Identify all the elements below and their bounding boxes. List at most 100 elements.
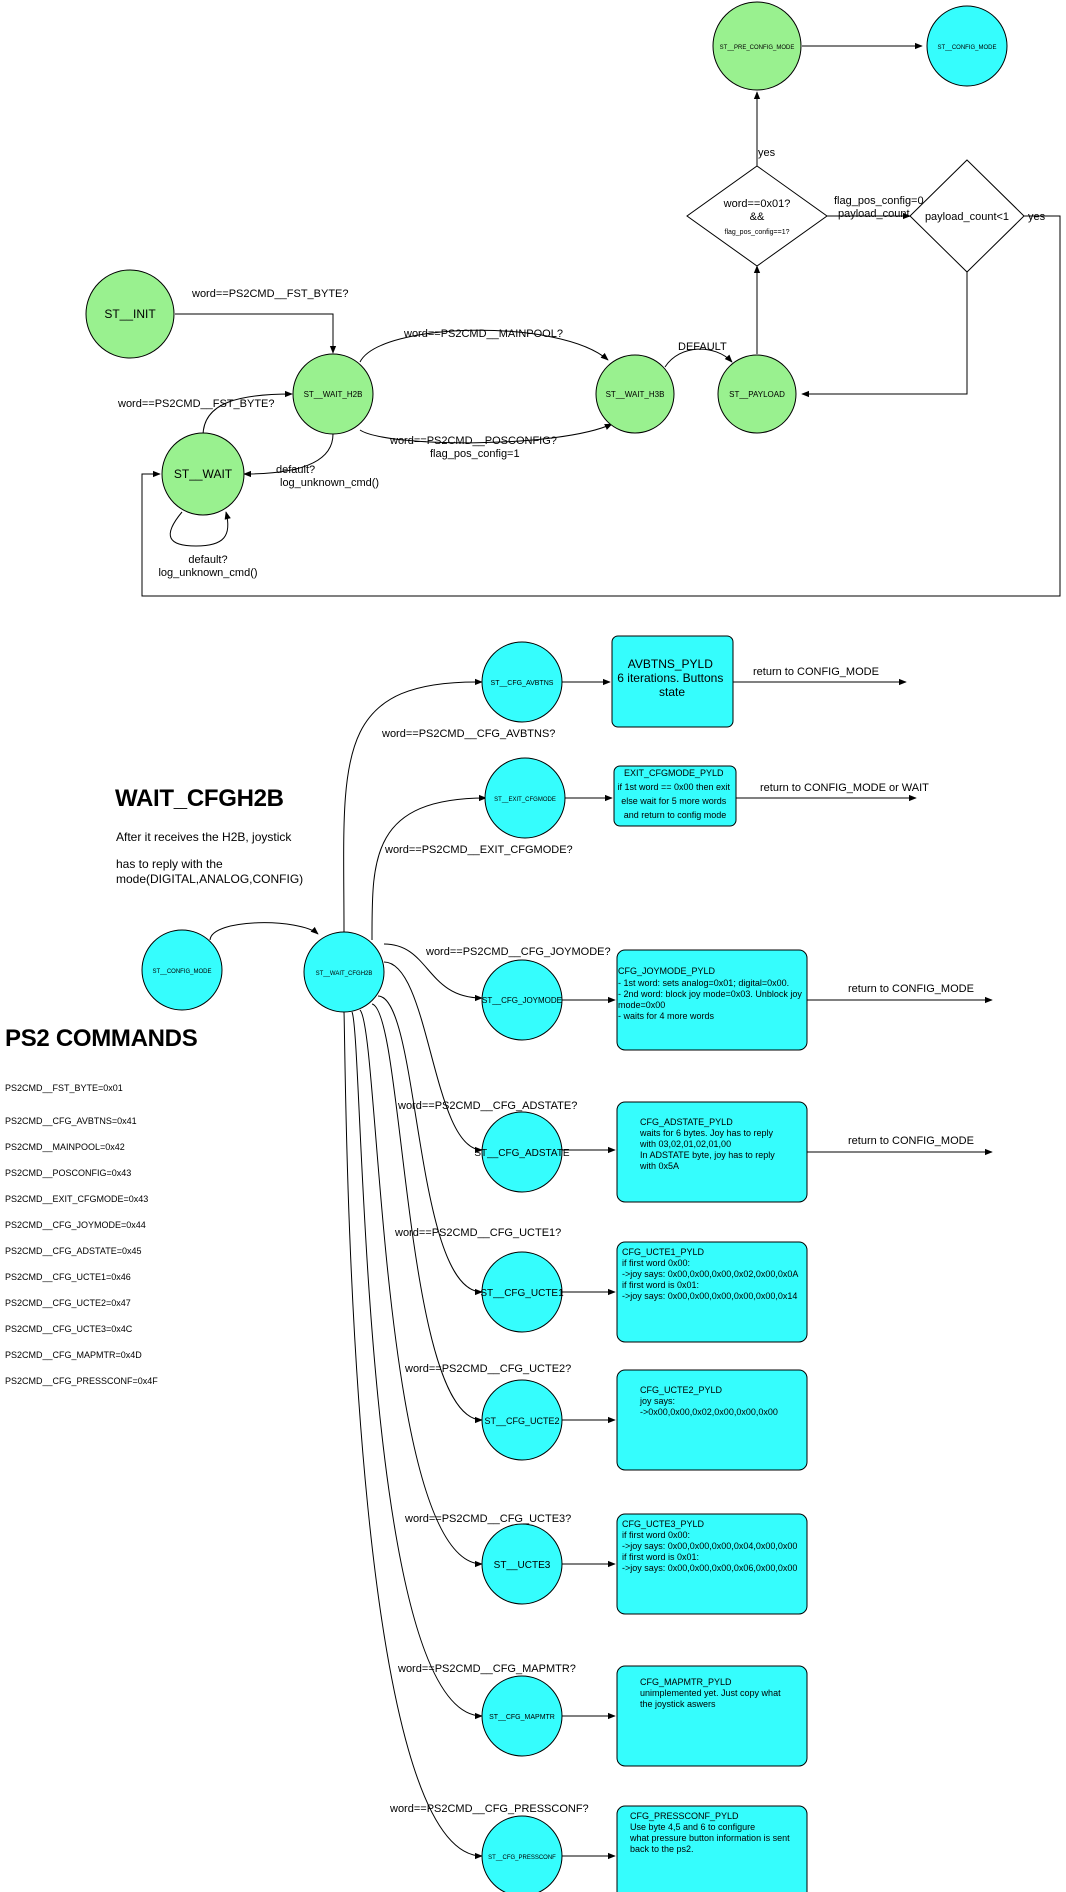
label-exit-cfgmode: word==PS2CMD__EXIT_CFGMODE? <box>384 844 573 856</box>
node-wait-h3b <box>595 354 675 434</box>
label-default: DEFAULT <box>678 341 727 353</box>
node-cfg-pressconf-label: ST__CFG_PRESSCONF <box>488 1855 556 1861</box>
payload-pressconf-box <box>616 1805 808 1892</box>
label-init-to-h2b: word==PS2CMD__FST_BYTE? <box>191 288 349 300</box>
node-cfg-avbtns <box>481 641 563 723</box>
node-cfg-ucte2 <box>481 1379 563 1461</box>
ps2-command-item: PS2CMD__CFG_MAPMTR=0x4D <box>5 1350 142 1360</box>
payload-avbtns-box <box>611 635 734 728</box>
edge-exit-cfgmode <box>371 794 487 941</box>
label-return-exit: return to CONFIG_MODE or WAIT <box>760 782 929 794</box>
node-wait-h2b-label: ST__WAIT_H2B <box>304 390 363 399</box>
label-return-adstate: return to CONFIG_MODE <box>848 1135 974 1147</box>
node-wait-label: ST__WAIT <box>174 467 233 481</box>
node-cfg-mapmtr <box>481 1675 563 1757</box>
node-cfg-mapmtr-label: ST__CFG_MAPMTR <box>489 1714 555 1721</box>
ps2-command-item: PS2CMD__CFG_JOYMODE=0x44 <box>5 1220 146 1230</box>
edge-default <box>664 348 733 368</box>
ps2-command-item: PS2CMD__POSCONFIG=0x43 <box>5 1168 132 1178</box>
edge-wait-h2b-default <box>243 433 334 478</box>
label-posconfig-line2: flag_pos_config=1 <box>430 448 520 460</box>
node-payload <box>717 354 797 434</box>
ps2-commands-title: PS2 COMMANDS <box>5 1025 198 1052</box>
label-return-avbtns: return to CONFIG_MODE <box>753 666 879 678</box>
node-config-top <box>926 5 1008 87</box>
label-flag-line1: flag_pos_config=0 <box>834 195 924 207</box>
edge-wait-self-loop <box>169 511 231 547</box>
payload-adstate-text: CFG_ADSTATE_PYLD waits for 6 bytes. Joy … <box>639 1117 777 1171</box>
payload-joymode-text: CFG_JOYMODE_PYLD - 1st word: sets analog… <box>618 966 804 1021</box>
payload-exit-box <box>613 765 737 827</box>
ps2-command-item: PS2CMD__CFG_UCTE1=0x46 <box>5 1272 131 1282</box>
label-yes-right: yes <box>1028 211 1046 223</box>
label-ucte2: word==PS2CMD__CFG_UCTE2? <box>404 1363 571 1375</box>
node-cfg-ucte1 <box>481 1251 563 1333</box>
payload-ucte2-box <box>616 1369 808 1471</box>
wait-cfgh2b-title: WAIT_CFGH2B <box>115 785 284 812</box>
edge-cfg-pressconf <box>343 1011 483 1860</box>
payload-ucte2-text: CFG_UCTE2_PYLD joy says: ->0x00,0x00,0x0… <box>639 1385 778 1417</box>
ps2-command-item: PS2CMD__CFG_ADSTATE=0x45 <box>5 1246 142 1256</box>
edge-config-to-wait-cfgh2b <box>209 922 319 941</box>
decision-word01-line2: && <box>750 211 765 223</box>
node-wait <box>161 432 245 516</box>
node-config-top-label: ST__CONFIG_MODE <box>937 45 996 51</box>
label-ucte3: word==PS2CMD__CFG_UCTE3? <box>404 1513 571 1525</box>
node-init <box>85 269 175 359</box>
decision-word01-line1: word==0x01? <box>723 198 791 210</box>
decision-payload-count-label: payload_count<1 <box>925 211 1009 223</box>
label-wait-default-line2: log_unknown_cmd() <box>158 567 257 579</box>
node-cfg-adstate-label: ST__CFG_ADSTATE <box>474 1148 570 1159</box>
node-wait-cfgh2b-label: ST__WAIT_CFGH2B <box>316 971 373 977</box>
label-wait-default-line1: default? <box>188 554 227 566</box>
edge-cfg-ucte2 <box>371 1003 483 1424</box>
wait-cfgh2b-description-line3: mode(DIGITAL,ANALOG,CONFIG) <box>116 872 304 886</box>
edge-posconfig <box>359 423 613 444</box>
edge-mainpool <box>359 329 609 363</box>
node-wait-cfgh2b <box>303 931 385 1013</box>
node-cfg-joymode-label: ST__CFG_JOYMODE <box>482 996 562 1005</box>
wait-cfgh2b-description-line1: After it receives the H2B, joystick <box>116 830 292 844</box>
edge-cfg-avbtns <box>343 678 483 933</box>
payload-pressconf-text: CFG_PRESSCONF_PYLD Use byte 4,5 and 6 to… <box>629 1811 792 1854</box>
label-wait-to-h2b: word==PS2CMD__FST_BYTE? <box>117 398 275 410</box>
payload-ucte3-text: CFG_UCTE3_PYLD if first word 0x00: ->joy… <box>622 1519 800 1573</box>
edge-cfg-joymode <box>383 943 483 1002</box>
node-ucte3-label: ST__UCTE3 <box>494 1560 551 1571</box>
ps2-command-item: PS2CMD__CFG_PRESSCONF=0x4F <box>5 1376 158 1386</box>
node-cfg-joymode <box>481 959 563 1041</box>
edge-cfg-mapmtr <box>351 1011 483 1720</box>
payload-adstate-box <box>616 1101 808 1203</box>
label-posconfig-line1: word==PS2CMD__POSCONFIG? <box>389 435 557 447</box>
payload-mapmtr-box <box>616 1665 808 1767</box>
edge-cfg-adstate <box>383 961 483 1154</box>
node-config-left <box>141 929 223 1011</box>
payload-avbtns-text: AVBTNS_PYLD 6 iterations. Buttons state <box>617 657 726 699</box>
label-mapmtr: word==PS2CMD__CFG_MAPMTR? <box>397 1663 576 1675</box>
edge-wait-to-wait-h2b <box>202 390 293 437</box>
ps2-command-item: PS2CMD__MAINPOOL=0x42 <box>5 1142 125 1152</box>
decision-word01 <box>686 165 828 267</box>
ps2-command-item: PS2CMD__CFG_AVBTNS=0x41 <box>5 1116 137 1126</box>
edge-cfg-ucte3 <box>359 1009 483 1568</box>
label-ucte1: word==PS2CMD__CFG_UCTE1? <box>394 1227 561 1239</box>
label-avbtns: word==PS2CMD__CFG_AVBTNS? <box>381 728 555 740</box>
payload-ucte1-text: CFG_UCTE1_PYLD if first word 0x00: ->joy… <box>622 1247 800 1301</box>
payload-ucte1-box <box>616 1241 808 1343</box>
edge-cfg-ucte1 <box>377 995 483 1296</box>
payload-ucte3-box <box>616 1513 808 1615</box>
edge-yes-to-wait <box>141 215 1061 597</box>
node-init-label: ST__INIT <box>104 307 156 321</box>
node-cfg-pressconf <box>481 1815 563 1892</box>
node-cfg-adstate <box>481 1111 563 1193</box>
node-config-left-label: ST__CONFIG_MODE <box>152 969 211 975</box>
decision-payload-count <box>909 159 1025 273</box>
node-wait-h3b-label: ST__WAIT_H3B <box>606 390 665 399</box>
node-payload-label: ST__PAYLOAD <box>729 390 785 399</box>
label-joymode: word==PS2CMD__CFG_JOYMODE? <box>425 946 611 958</box>
label-yes-up: yes <box>758 147 776 159</box>
ps2-command-item: PS2CMD__CFG_UCTE3=0x4C <box>5 1324 133 1334</box>
node-cfg-ucte1-label: ST__CFG_UCTE1 <box>480 1288 564 1299</box>
label-adstate: word==PS2CMD__CFG_ADSTATE? <box>397 1100 577 1112</box>
